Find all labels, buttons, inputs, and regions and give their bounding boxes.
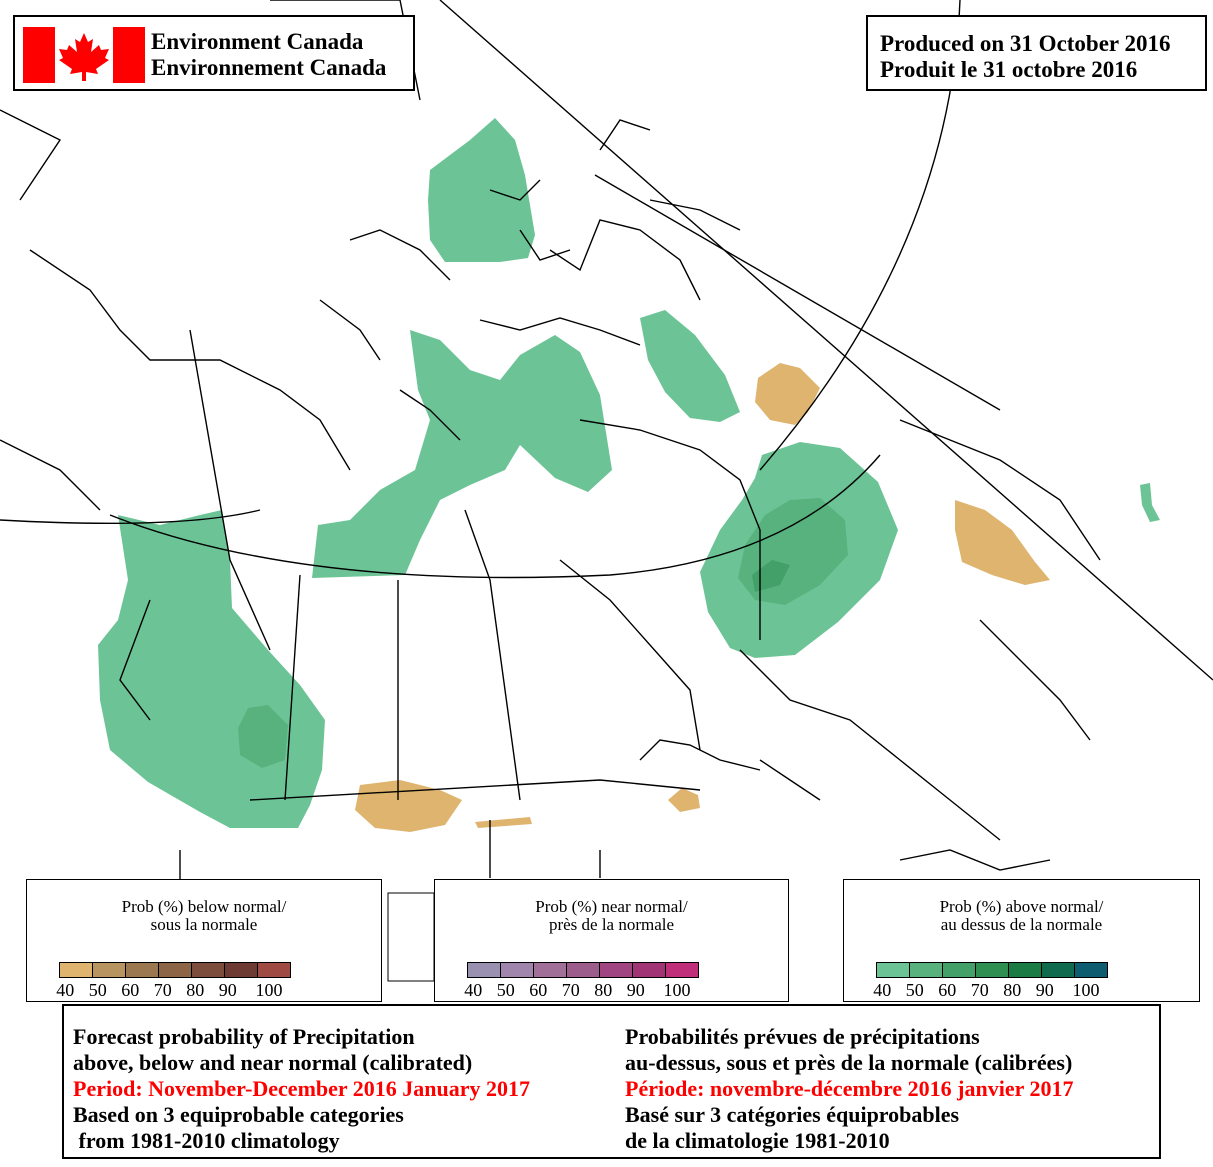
legend-below-swatch	[60, 963, 92, 977]
legend-below-swatch	[158, 963, 191, 977]
above-region-baffin	[640, 310, 740, 422]
forecast-description-box: Forecast probability of Precipitation ab…	[62, 1004, 1161, 1159]
legend-near-swatch	[500, 963, 533, 977]
legend-near-tick: 70	[561, 980, 580, 1000]
desc-en-line1: Forecast probability of Precipitation	[73, 1024, 415, 1049]
maple-leaf-icon	[59, 33, 109, 81]
desc-en-line2: above, below and near normal (calibrated…	[73, 1050, 473, 1075]
legend-above-swatch	[877, 963, 909, 977]
legend-above-swatch	[975, 963, 1008, 977]
legend-near-title: Prob (%) near normal/ près de la normale	[435, 898, 788, 934]
legend-above-tick: 50	[905, 980, 924, 1000]
description-english: Forecast probability of Precipitation ab…	[73, 1024, 530, 1154]
above-region-bc-50	[238, 705, 288, 768]
legend-above-tick: 60	[938, 980, 957, 1000]
legend-near-tick: 80	[594, 980, 613, 1000]
legend-above-swatch	[1074, 963, 1107, 977]
legend-above-title: Prob (%) above normal/ au dessus de la n…	[844, 898, 1199, 934]
below-region-hudson-strait	[755, 363, 820, 425]
legend-near-swatch	[468, 963, 500, 977]
legend-above-title-line1: Prob (%) above normal/	[939, 897, 1104, 916]
desc-en-line4: Based on 3 equiprobable categories	[73, 1102, 404, 1127]
legend-above-swatch	[909, 963, 942, 977]
legend-near-swatch	[566, 963, 599, 977]
legend-below-color-scale	[59, 962, 291, 978]
legend-above-swatch	[1041, 963, 1074, 977]
desc-en-period: Period: November-December 2016 January 2…	[73, 1076, 531, 1101]
desc-fr-line2: au-dessus, sous et près de la normale (c…	[625, 1050, 1073, 1075]
desc-fr-line4: Basé sur 3 catégories équiprobables	[625, 1102, 960, 1127]
below-region-prairies	[355, 780, 462, 832]
legend-above-tick: 100	[1072, 980, 1100, 1000]
legend-below-swatch	[191, 963, 224, 977]
agency-logo-box: Environment Canada Environnement Canada	[13, 15, 415, 91]
legend-above-tick: 80	[1003, 980, 1022, 1000]
legend-below-tick: 50	[88, 980, 107, 1000]
legend-near-title-line2: près de la normale	[548, 915, 675, 934]
legend-near-tick: 50	[496, 980, 515, 1000]
map-boundaries	[0, 0, 1213, 880]
agency-name-fr: Environnement Canada	[151, 55, 387, 80]
desc-fr-period: Période: novembre-décembre 2016 janvier …	[625, 1076, 1074, 1101]
legend-below-swatch	[257, 963, 290, 977]
legend-near-tick: 60	[529, 980, 548, 1000]
legend-above-swatch	[1008, 963, 1041, 977]
desc-fr-line1: Probabilités prévues de précipitations	[625, 1024, 980, 1049]
below-region-prairies-strip	[475, 817, 532, 828]
legend-below-tick: 90	[218, 980, 237, 1000]
legend-below-swatch	[125, 963, 158, 977]
produced-date-fr: Produit le 31 octobre 2016	[880, 57, 1138, 82]
legend-near-swatch	[665, 963, 698, 977]
legend-near-color-scale	[467, 962, 699, 978]
above-region-arctic-islands	[428, 118, 535, 262]
legend-near-ticks: 40 50 60 70 80 90 100	[457, 981, 702, 999]
legend-near-tick: 100	[663, 980, 691, 1000]
produced-date-en: Produced on 31 October 2016	[880, 31, 1171, 56]
below-region-great-lakes	[668, 788, 700, 812]
production-date-box: Produced on 31 October 2016 Produit le 3…	[866, 15, 1207, 91]
small-label-box	[387, 892, 435, 982]
legend-above-swatch	[942, 963, 975, 977]
above-region-bc	[98, 510, 325, 828]
above-region-quebec-60	[752, 560, 790, 592]
legend-above-tick: 40	[873, 980, 892, 1000]
legend-above-title-line2: au dessus de la normale	[940, 915, 1103, 934]
flag-left-bar	[23, 27, 55, 83]
legend-near-tick: 90	[626, 980, 645, 1000]
desc-fr-line5: de la climatologie 1981-2010	[625, 1128, 890, 1153]
legend-near-swatch	[533, 963, 566, 977]
legend-below-tick: 60	[121, 980, 140, 1000]
legend-above-tick: 90	[1035, 980, 1054, 1000]
legend-below-tick: 40	[56, 980, 75, 1000]
legend-near-swatch	[599, 963, 632, 977]
legend-near-tick: 40	[464, 980, 483, 1000]
legend-below-tick: 70	[153, 980, 172, 1000]
legend-below-normal: Prob (%) below normal/ sous la normale 4…	[26, 879, 382, 1002]
legend-below-tick: 80	[186, 980, 205, 1000]
legend-below-title-line1: Prob (%) below normal/	[121, 897, 287, 916]
description-french: Probabilités prévues de précipitations a…	[625, 1024, 1073, 1154]
desc-en-line5: from 1981-2010 climatology	[73, 1128, 340, 1153]
legend-above-tick: 70	[970, 980, 989, 1000]
canada-flag-icon	[23, 27, 145, 83]
legend-near-swatch	[632, 963, 665, 977]
legend-below-tick: 100	[255, 980, 283, 1000]
legend-below-swatch	[224, 963, 257, 977]
legend-near-title-line1: Prob (%) near normal/	[535, 897, 688, 916]
flag-right-bar	[113, 27, 145, 83]
legend-below-ticks: 40 50 60 70 80 90 100	[49, 981, 294, 999]
legend-above-ticks: 40 50 60 70 80 90 100	[866, 981, 1111, 999]
legend-below-swatch	[92, 963, 125, 977]
legend-above-normal: Prob (%) above normal/ au dessus de la n…	[843, 879, 1200, 1002]
above-region-newfoundland-dot	[1140, 483, 1160, 522]
above-region-central-arctic	[312, 330, 612, 578]
legend-below-title-line2: sous la normale	[150, 915, 258, 934]
legend-above-color-scale	[876, 962, 1108, 978]
legend-below-title: Prob (%) below normal/ sous la normale	[27, 898, 381, 934]
agency-name-en: Environment Canada	[151, 29, 364, 54]
legend-near-normal: Prob (%) near normal/ près de la normale…	[434, 879, 789, 1002]
below-region-labrador	[955, 500, 1050, 585]
